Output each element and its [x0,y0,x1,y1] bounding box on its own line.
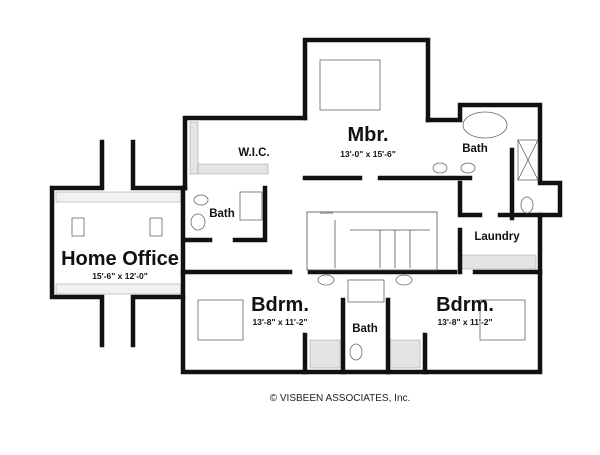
room-name-master: Mbr. [347,124,388,146]
room-name-laundry: Laundry [474,231,520,243]
stairs-direction-label: DOWN [320,210,333,215]
built-ins [55,121,537,369]
room-name-walk-in-closet: W.I.C. [238,147,269,159]
room-name-home-office: Home Office [61,248,179,270]
room-name-shared-bath: Bath [352,323,378,335]
room-name-hall-bath: Bath [209,208,235,220]
room-dims-bedroom-left: 13'-8" x 11'-2" [252,317,307,327]
room-name-master-bath: Bath [462,143,488,155]
room-name-bedroom-left: Bdrm. [251,294,309,316]
walls [49,37,563,375]
room-name-bedroom-right: Bdrm. [436,294,494,316]
room-dims-home-office: 15'-6" x 12'-0" [92,271,148,281]
staircase: DOWN [306,210,438,271]
copyright-notice: © VISBEEN ASSOCIATES, Inc. [270,393,411,404]
fixtures [71,59,539,361]
room-dims-bedroom-right: 13'-8" x 11'-2" [437,317,492,327]
room-dims-master: 13'-0" x 15'-6" [340,149,396,159]
